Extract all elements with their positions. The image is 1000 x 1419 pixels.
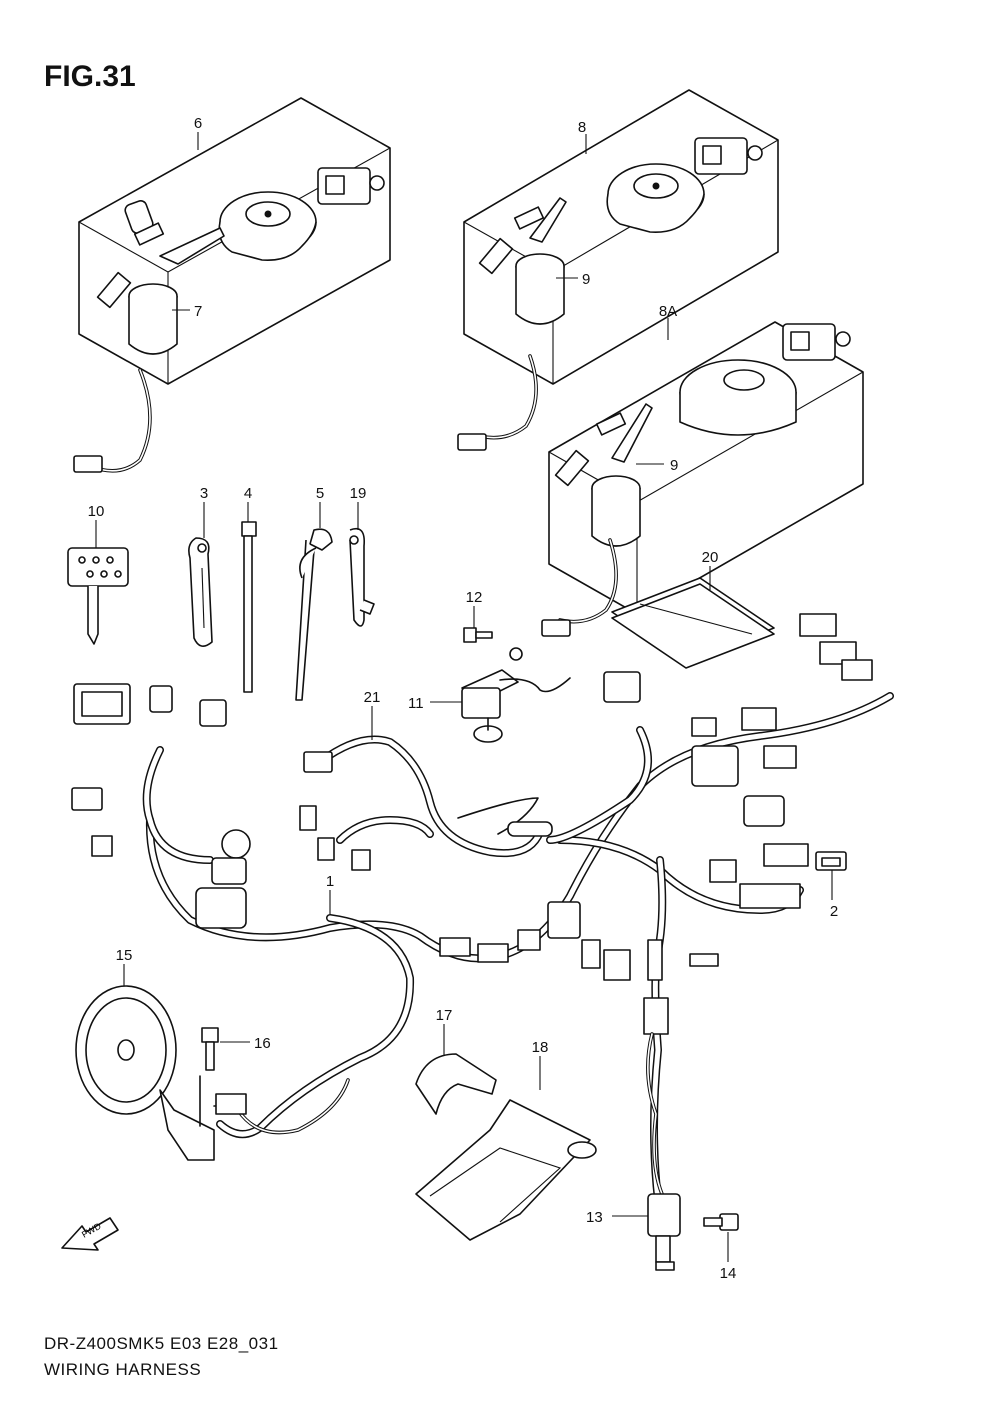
callout-17: 17	[436, 1007, 453, 1024]
part-12-screw[interactable]	[463, 627, 493, 643]
part-15-horn[interactable]	[75, 985, 233, 1161]
callout-labels: 6 7 8 9 8A 9 10 3 4 5 19 20 12 11 21 1 2…	[88, 115, 839, 1282]
callout-leaders	[95, 132, 833, 1262]
callout-2: 2	[830, 903, 838, 920]
callout-13: 13	[586, 1209, 603, 1226]
callout-3: 3	[200, 485, 208, 502]
callout-9-upper: 9	[582, 271, 590, 288]
part-2-fuse[interactable]	[815, 851, 847, 871]
part-6-lock-set[interactable]	[78, 97, 391, 385]
callout-14: 14	[720, 1265, 737, 1282]
callout-4: 4	[244, 485, 252, 502]
callout-6: 6	[194, 115, 202, 132]
callout-12: 12	[466, 589, 483, 606]
callout-8a: 8A	[659, 303, 677, 320]
callout-8: 8	[578, 119, 586, 136]
part-5-clamp-band[interactable]	[295, 528, 333, 701]
callout-5: 5	[316, 485, 324, 502]
figure-title: FIG.31	[44, 60, 136, 93]
part-8a-lock-set[interactable]	[548, 321, 864, 615]
callout-21: 21	[364, 689, 381, 706]
part-20-sheet[interactable]	[611, 577, 775, 669]
callout-19: 19	[350, 485, 367, 502]
horn-lead-wire	[215, 1078, 350, 1135]
part-11-switch[interactable]	[461, 647, 571, 743]
part-13-sensor[interactable]	[646, 1032, 681, 1271]
ignition-lead-wires	[73, 354, 618, 637]
part-17-cover[interactable]	[415, 1053, 497, 1115]
callout-18: 18	[532, 1039, 549, 1056]
callout-10: 10	[88, 503, 105, 520]
part-4-cable-tie[interactable]	[241, 521, 257, 693]
callout-9-lower: 9	[670, 457, 678, 474]
callout-20: 20	[702, 549, 719, 566]
part-3-clamp[interactable]	[188, 537, 213, 647]
callout-16: 16	[254, 1035, 271, 1052]
callout-11: 11	[408, 695, 424, 712]
callout-1: 1	[326, 873, 334, 890]
callout-7: 7	[194, 303, 202, 320]
callout-15: 15	[116, 947, 133, 964]
part-8-lock-set[interactable]	[463, 89, 779, 385]
part-14-bolt[interactable]	[703, 1213, 739, 1231]
fwd-arrow-icon: FWD	[61, 1217, 119, 1251]
part-18-bracket[interactable]	[415, 1099, 597, 1241]
part-21-sub-harness[interactable]	[303, 735, 553, 857]
model-code: DR-Z400SMK5 E03 E28_031	[44, 1334, 279, 1353]
part-19-clamp[interactable]	[349, 527, 375, 627]
part-1-main-harness[interactable]	[71, 613, 894, 1204]
part-10-key[interactable]	[67, 547, 129, 645]
part-16-bolt[interactable]	[201, 1027, 219, 1071]
diagram-caption: WIRING HARNESS	[44, 1360, 202, 1379]
